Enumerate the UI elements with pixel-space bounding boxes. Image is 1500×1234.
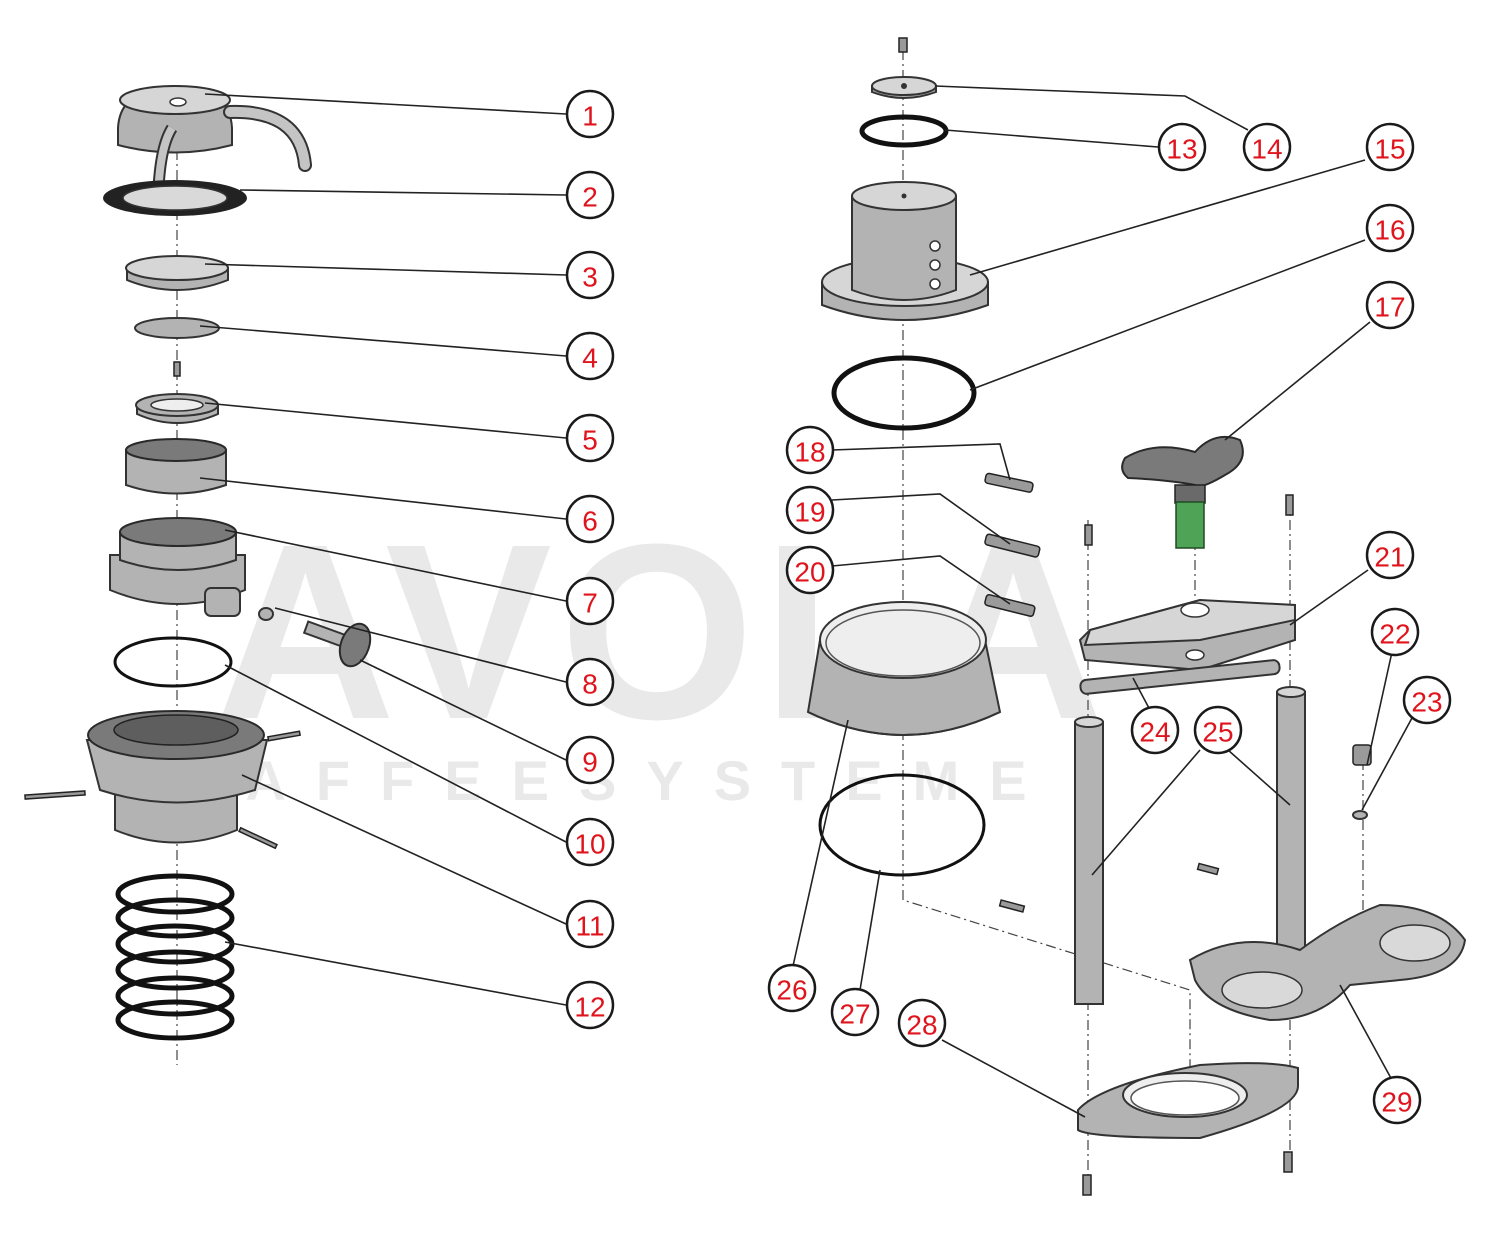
callout-24: 24 xyxy=(1130,705,1180,755)
part-17-handle-knob xyxy=(1121,436,1244,549)
svg-text:2: 2 xyxy=(582,182,598,213)
part-6-sleeve xyxy=(125,438,227,495)
svg-text:20: 20 xyxy=(794,557,825,588)
callout-16: 16 xyxy=(1365,203,1415,253)
callout-17: 17 xyxy=(1365,280,1415,330)
svg-text:23: 23 xyxy=(1411,687,1442,718)
callout-29: 29 xyxy=(1372,1075,1422,1125)
part-12-spring xyxy=(115,873,235,1041)
part-23-washer xyxy=(1352,810,1368,820)
svg-text:4: 4 xyxy=(582,343,598,374)
svg-text:11: 11 xyxy=(575,911,604,942)
part-19-valve xyxy=(984,533,1041,558)
callout-25: 25 xyxy=(1193,705,1243,755)
svg-text:25: 25 xyxy=(1202,717,1233,748)
callout-6: 6 xyxy=(565,494,615,544)
part-1-top-cap xyxy=(117,84,312,211)
callout-14: 14 xyxy=(1242,122,1292,172)
part-2-gasket xyxy=(103,180,247,216)
svg-text:9: 9 xyxy=(582,747,598,778)
callout-22: 22 xyxy=(1370,607,1420,657)
part-16-gasket xyxy=(831,355,977,431)
part-24-link xyxy=(1079,659,1281,695)
part-28-base-plate xyxy=(1077,1062,1300,1140)
svg-text:10: 10 xyxy=(574,829,605,860)
svg-text:27: 27 xyxy=(839,999,870,1030)
left-assembly xyxy=(24,84,372,1041)
part-29-base-bracket xyxy=(1188,903,1467,1022)
part-5-ring xyxy=(135,393,219,424)
part-22-fitting xyxy=(1352,744,1372,766)
part-20-valve xyxy=(984,593,1036,617)
callout-23: 23 xyxy=(1402,675,1452,725)
svg-text:28: 28 xyxy=(906,1010,937,1041)
svg-text:22: 22 xyxy=(1379,619,1410,650)
svg-text:8: 8 xyxy=(582,669,598,700)
part-21-lever xyxy=(1078,598,1296,672)
callout-21: 21 xyxy=(1365,530,1415,580)
callout-18: 18 xyxy=(785,425,835,475)
callout-27: 27 xyxy=(830,987,880,1037)
callout-8: 8 xyxy=(565,657,615,707)
callout-7: 7 xyxy=(565,576,615,626)
part-4-plate xyxy=(134,317,220,339)
part-11-lower-body xyxy=(24,710,301,850)
callout-4: 4 xyxy=(565,331,615,381)
callout-12: 12 xyxy=(565,980,615,1030)
callout-3: 3 xyxy=(565,250,615,300)
callout-28: 28 xyxy=(897,998,947,1048)
svg-text:5: 5 xyxy=(582,425,598,456)
part-27-o-ring xyxy=(818,773,986,877)
svg-text:15: 15 xyxy=(1374,134,1405,165)
callout-2: 2 xyxy=(565,170,615,220)
callout-26: 26 xyxy=(767,963,817,1013)
callout-10: 10 xyxy=(565,817,615,867)
callout-13: 13 xyxy=(1157,122,1207,172)
callout-9: 9 xyxy=(565,735,615,785)
part-7-group-body xyxy=(109,517,246,617)
part-9-valve xyxy=(302,620,372,668)
part-13-ring xyxy=(859,114,949,148)
part-14-plate xyxy=(871,76,937,99)
callouts: 1 2 3 4 5 6 7 8 9 10 11 12 13 14 15 16 1… xyxy=(565,89,1452,1125)
svg-text:19: 19 xyxy=(794,497,825,528)
watermark-tagline: KAFFEESYSTEME xyxy=(175,749,1057,812)
callout-20: 20 xyxy=(785,545,835,595)
callout-11: 11 xyxy=(565,899,615,949)
svg-text:26: 26 xyxy=(776,975,807,1006)
svg-text:18: 18 xyxy=(794,437,825,468)
part-25-rods xyxy=(1074,686,1306,1005)
callout-15: 15 xyxy=(1365,122,1415,172)
callout-19: 19 xyxy=(785,485,835,535)
svg-text:16: 16 xyxy=(1374,215,1405,246)
leader-lines xyxy=(199,85,1413,1118)
svg-text:14: 14 xyxy=(1251,134,1282,165)
svg-text:1: 1 xyxy=(582,101,598,132)
part-15-piston-housing xyxy=(821,181,989,321)
right-assembly xyxy=(806,37,1467,1196)
callout-5: 5 xyxy=(565,413,615,463)
svg-text:24: 24 xyxy=(1139,717,1170,748)
svg-text:7: 7 xyxy=(582,588,598,619)
svg-text:12: 12 xyxy=(574,992,605,1023)
svg-text:13: 13 xyxy=(1166,134,1197,165)
part-3-disc xyxy=(125,255,229,291)
svg-text:6: 6 xyxy=(582,506,598,537)
svg-text:29: 29 xyxy=(1381,1087,1412,1118)
callout-1: 1 xyxy=(565,89,615,139)
part-26-cylinder xyxy=(806,601,1002,736)
part-10-o-ring xyxy=(113,636,233,688)
svg-text:3: 3 xyxy=(582,262,598,293)
part-8-washer xyxy=(258,607,274,621)
svg-text:21: 21 xyxy=(1374,542,1405,573)
svg-text:17: 17 xyxy=(1374,292,1405,323)
